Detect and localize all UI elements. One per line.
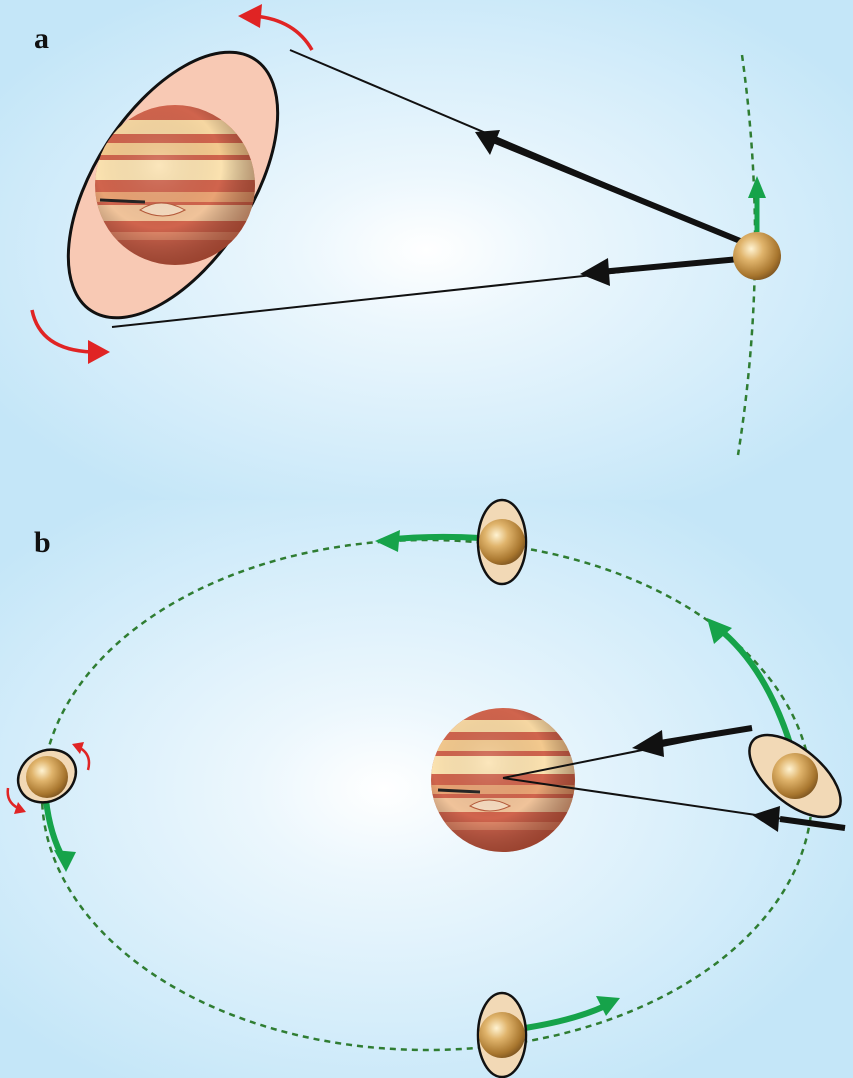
jupiter-icon — [95, 105, 255, 265]
panel-b-force-arrow-top — [659, 725, 753, 746]
panel-b-force-arrow-bottom — [779, 816, 846, 831]
panel-b-force-arrowhead-top — [632, 730, 664, 757]
panel-b-moon-left — [16, 748, 78, 804]
moon-icon — [479, 1012, 525, 1058]
straight-arrow-icon — [375, 530, 400, 552]
straight-arrow-icon — [596, 996, 620, 1016]
panel-b-label: b — [34, 526, 51, 559]
curved-arrow-icon — [30, 309, 110, 364]
panel-b-force-arrowhead-bottom — [752, 806, 780, 832]
straight-arrow-icon — [707, 618, 732, 644]
moon-icon — [772, 753, 818, 799]
straight-arrow-icon — [748, 176, 766, 232]
curved-arrow-icon — [238, 4, 314, 51]
jupiter-icon — [431, 708, 575, 852]
panel-a-force-arrowhead-top — [475, 130, 500, 155]
panel-b-motion-arc-bottom — [524, 1003, 607, 1031]
panel-b-background — [0, 500, 853, 1078]
moon-icon — [479, 519, 525, 565]
straight-arrow-icon — [54, 850, 76, 872]
moon-icon — [26, 756, 68, 798]
curved-arrow-icon — [6, 787, 26, 814]
panel-b-moon-bottom — [476, 991, 528, 1078]
panel-a-force-arrow-top — [491, 137, 752, 248]
panel-a-label: a — [34, 22, 49, 55]
panel-a-force-arrow-bottom — [599, 255, 751, 275]
curved-arrow-icon — [72, 742, 91, 771]
panel-a-force-arrowhead-bottom — [580, 258, 610, 286]
panel-b-moon-top — [476, 498, 528, 586]
panel-b-moon-right — [748, 733, 842, 819]
moon-icon — [733, 232, 781, 280]
